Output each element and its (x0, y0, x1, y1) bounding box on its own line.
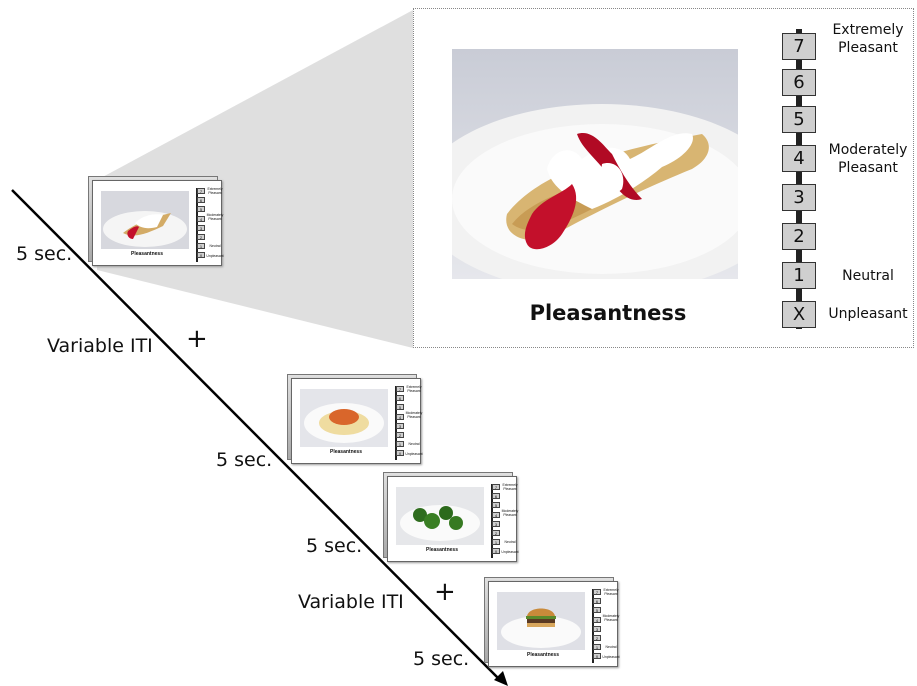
rating-option-4[interactable]: 4 (782, 145, 816, 172)
rating-option-1[interactable]: 1 (782, 262, 816, 289)
mini-anchor-top: Extremely Pleasant (207, 187, 223, 195)
burger-thumbnail (497, 589, 594, 663)
trial-screen-1: Pleasantness Extremely Pleasant Moderate… (88, 176, 224, 266)
mini-rating-title: Pleasantness (426, 547, 458, 553)
trial-screen-3: Pleasantness Extremely Pleasant Moderate… (383, 472, 519, 562)
mini-anchor-neutral: Neutral (408, 442, 420, 446)
mini-rating-option: 6 (593, 598, 601, 605)
mini-rating-option: 1 (492, 539, 500, 546)
mini-anchor-top: Extremely Pleasant (603, 588, 619, 596)
crepe-photo (452, 49, 738, 279)
mini-rating-option: 4 (197, 215, 205, 222)
mini-rating-option: X (492, 548, 500, 555)
mini-anchor-top: Extremely Pleasant (502, 483, 518, 491)
mini-rating-option: 7 (593, 589, 601, 595)
anchor-unpleasant: Unpleasant (828, 306, 908, 322)
mini-anchor-middle: Moderately Pleasant (602, 614, 620, 622)
fixation-cross-1: + (186, 324, 208, 354)
zoomed-rating-screen: Pleasantness 7 6 5 4 3 2 1 X Extremely P… (413, 8, 914, 348)
rating-option-6[interactable]: 6 (782, 69, 816, 96)
mini-rating-option: 4 (396, 413, 404, 420)
mini-rating-title: Pleasantness (131, 251, 163, 257)
mini-rating-option: 6 (197, 197, 205, 204)
mini-rating-option: 2 (492, 530, 500, 536)
fixation-cross-2: + (434, 577, 456, 607)
mini-rating-option: 7 (197, 188, 205, 194)
spaghetti-thumbnail (300, 386, 397, 460)
broccoli-thumbnail (396, 484, 493, 558)
mini-rating-option: 2 (396, 432, 404, 438)
mini-rating-option: X (197, 252, 205, 259)
anchor-extremely-pleasant: Extremely Pleasant (832, 22, 904, 56)
mini-rating-option: 7 (396, 386, 404, 392)
mini-rating-option: 5 (593, 607, 601, 614)
mini-rating-option: 5 (492, 502, 500, 509)
mini-anchor-neutral: Neutral (209, 244, 221, 248)
mini-anchor-middle: Moderately Pleasant (405, 411, 423, 419)
mini-rating-option: X (396, 450, 404, 457)
rating-title: Pleasantness (529, 301, 687, 325)
rating-option-2[interactable]: 2 (782, 223, 816, 250)
mini-rating-option: 3 (593, 625, 601, 632)
rating-option-7[interactable]: 7 (782, 33, 816, 60)
rating-scale-rail (796, 29, 802, 329)
mini-anchor-neutral: Neutral (504, 540, 516, 544)
mini-rating-option: 5 (197, 206, 205, 213)
mini-anchor-bottom: Unpleasant (501, 550, 519, 554)
rating-option-x[interactable]: X (782, 301, 816, 328)
mini-rating-title: Pleasantness (330, 449, 362, 455)
mini-rating-option: 2 (197, 234, 205, 240)
mini-rating-title: Pleasantness (527, 652, 559, 658)
mini-anchor-bottom: Unpleasant (206, 254, 224, 258)
mini-rating-option: 7 (492, 484, 500, 490)
timeline-arrowhead (494, 671, 508, 686)
timeline-arrow-line (11, 189, 501, 681)
mini-rating-option: 3 (197, 224, 205, 231)
mini-anchor-top: Extremely Pleasant (406, 385, 422, 393)
mini-rating-option: 1 (593, 644, 601, 651)
mini-rating-option: 5 (396, 404, 404, 411)
mini-rating-option: 3 (396, 422, 404, 429)
rating-option-5[interactable]: 5 (782, 106, 816, 133)
duration-label-1: 5 sec. (16, 243, 73, 265)
mini-rating-option: 6 (396, 395, 404, 402)
iti-label-2: Variable ITI (298, 591, 404, 613)
duration-label-2: 5 sec. (216, 449, 273, 471)
mini-rating-option: X (593, 653, 601, 660)
duration-label-3: 5 sec. (306, 535, 363, 557)
rating-option-3[interactable]: 3 (782, 184, 816, 211)
trial-screen-4: Pleasantness Extremely Pleasant Moderate… (484, 577, 620, 667)
duration-label-4: 5 sec. (413, 648, 470, 670)
mini-rating-option: 2 (593, 635, 601, 641)
crepe-thumbnail (101, 188, 198, 262)
mini-anchor-middle: Moderately Pleasant (501, 509, 519, 517)
mini-anchor-middle: Moderately Pleasant (206, 213, 224, 221)
mini-anchor-bottom: Unpleasant (602, 655, 620, 659)
mini-rating-option: 6 (492, 493, 500, 500)
anchor-moderately-pleasant: Moderately Pleasant (828, 142, 908, 176)
mini-rating-option: 4 (593, 616, 601, 623)
iti-label-1: Variable ITI (47, 335, 153, 357)
mini-rating-option: 4 (492, 511, 500, 518)
trial-screen-2: Pleasantness Extremely Pleasant Moderate… (287, 374, 423, 464)
mini-rating-option: 3 (492, 520, 500, 527)
mini-rating-option: 1 (396, 441, 404, 448)
mini-rating-option: 1 (197, 243, 205, 250)
mini-anchor-bottom: Unpleasant (405, 452, 423, 456)
anchor-neutral: Neutral (842, 268, 894, 284)
mini-anchor-neutral: Neutral (605, 645, 617, 649)
